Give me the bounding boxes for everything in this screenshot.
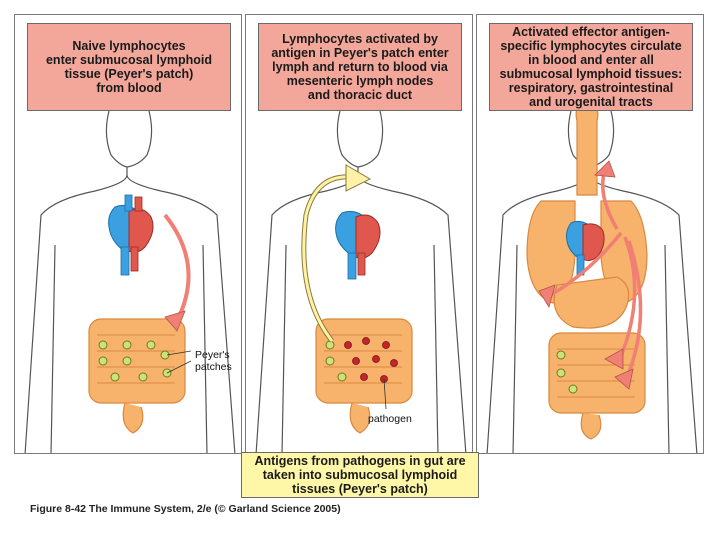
callout-naive-lymphocytes: Naive lymphocytes enter submucosal lymph… — [27, 23, 231, 111]
heart-icon — [108, 194, 154, 276]
blood-flow-arrow — [163, 213, 191, 322]
panel-3-illustration — [486, 100, 698, 453]
body-silhouette — [24, 110, 236, 453]
panel-2-illustration — [255, 110, 467, 453]
label-peyers-patches: Peyer's patches — [195, 349, 232, 373]
panel-effector-lymphocytes: Activated effector antigen- specific lym… — [476, 14, 704, 454]
callout-activated-lymphocytes: Lymphocytes activated by antigen in Peye… — [258, 23, 462, 111]
callout-text-3: Activated effector antigen- specific lym… — [499, 25, 683, 109]
figure-caption: Figure 8-42 The Immune System, 2/e (© Ga… — [30, 503, 341, 515]
heart-icon — [335, 210, 381, 280]
pathogen-pointer-line — [383, 378, 387, 410]
callout-antigen-uptake: Antigens from pathogens in gut are taken… — [241, 452, 479, 498]
airway-shape — [575, 100, 599, 196]
intestine-shape — [88, 318, 186, 434]
callout-effector-lymphocytes: Activated effector antigen- specific lym… — [489, 23, 693, 111]
circulation-arrowheads — [538, 160, 634, 390]
body-silhouette — [255, 110, 467, 453]
panel-activated-lymphocytes: Lymphocytes activated by antigen in Peye… — [245, 14, 473, 454]
pathogen-dots — [344, 337, 398, 383]
peyers-patch-dots — [556, 350, 578, 394]
heart-icon — [566, 220, 605, 276]
stomach-shape — [553, 276, 630, 329]
panel-naive-lymphocytes: Naive lymphocytes enter submucosal lymph… — [14, 14, 242, 454]
label-pathogen: pathogen — [368, 413, 412, 425]
lymph-arrowhead — [345, 164, 372, 192]
peyers-pointer-lines — [166, 350, 192, 374]
panel-1-illustration — [24, 110, 236, 453]
blood-flow-arrowhead — [164, 310, 186, 332]
callout-text-2: Lymphocytes activated by antigen in Peye… — [271, 32, 449, 102]
callout-text-1: Naive lymphocytes enter submucosal lymph… — [45, 39, 212, 95]
intestine-shape — [548, 332, 646, 440]
circulation-arrows — [546, 168, 643, 378]
left-lung-shape — [526, 200, 576, 304]
intestine-shape — [315, 318, 413, 434]
